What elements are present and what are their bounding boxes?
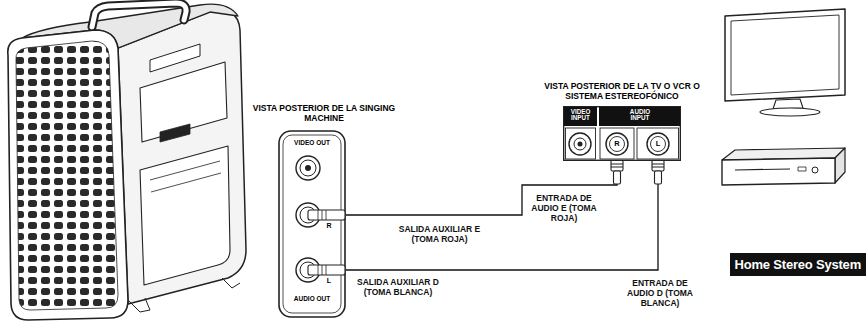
illustration-part xyxy=(611,160,623,171)
connector-label: ENTRADA DE AUDIO D (TOMA BLANCA) xyxy=(622,279,698,308)
illustration-part xyxy=(637,128,679,159)
connector-label: ENTRADA DE AUDIO E (TOMA ROJA) xyxy=(528,194,600,223)
channel-letter: R xyxy=(611,140,623,149)
illustration-part xyxy=(300,160,316,176)
channel-letter: L xyxy=(652,140,664,149)
connector-label: SALIDA AUXILIAR D (TOMA BLANCA) xyxy=(352,278,444,298)
illustration-part xyxy=(647,133,669,155)
singing-machine-drawing xyxy=(8,3,246,320)
illustration-part xyxy=(140,62,227,142)
illustration-part xyxy=(798,167,806,171)
illustration-part xyxy=(564,107,681,161)
illustration-part xyxy=(614,171,621,184)
dvd-player-drawing xyxy=(722,148,845,185)
jack-header: VIDEO INPUT xyxy=(564,109,597,123)
illustration-part xyxy=(651,137,666,152)
illustration-part xyxy=(150,161,221,192)
illustration-part xyxy=(160,124,190,142)
illustration-part xyxy=(150,44,200,72)
jack-panel: VISTA POSTERIOR DE LA TV O VCR O SISTEMA… xyxy=(563,106,681,161)
illustration-part xyxy=(574,138,586,150)
tv-drawing xyxy=(725,9,845,116)
illustration-part xyxy=(725,9,845,101)
illustration-part xyxy=(731,15,839,95)
illustration-part xyxy=(606,133,628,155)
illustration-part xyxy=(283,135,341,313)
illustration-part xyxy=(92,3,186,27)
illustration-part xyxy=(92,3,186,27)
illustration-part xyxy=(652,160,664,171)
illustration-part xyxy=(812,167,818,173)
jack-label: AUDIO OUT xyxy=(282,295,342,302)
red-plug xyxy=(611,160,623,184)
channel-letter: R xyxy=(322,222,336,230)
illustration-part xyxy=(611,164,623,167)
illustration-part xyxy=(600,128,634,159)
illustration-part xyxy=(722,158,835,185)
device-label: Home Stereo System xyxy=(735,256,861,273)
illustration-part xyxy=(308,210,345,220)
illustration-part xyxy=(564,107,597,126)
illustration-part xyxy=(760,108,820,116)
illustration-part xyxy=(296,156,320,180)
jack-panel: VISTA POSTERIOR DE LA SINGING MACHINEVID… xyxy=(278,130,346,318)
illustration-part xyxy=(735,169,790,170)
illustration-part xyxy=(118,10,246,304)
device-label-band: Home Stereo System xyxy=(730,253,866,276)
channel-letter: L xyxy=(322,277,336,285)
illustration-part xyxy=(652,164,664,167)
illustration-part xyxy=(835,148,845,183)
connector-label: SALIDA AUXILIAR E (TOMA ROJA) xyxy=(392,225,487,245)
illustration-part xyxy=(305,165,311,171)
audio-cable xyxy=(346,161,658,270)
illustration-part xyxy=(566,128,596,159)
jack-panel-outline xyxy=(278,130,346,318)
illustration-part xyxy=(318,210,326,220)
panel-heading: VISTA POSTERIOR DE LA TV O VCR O SISTEMA… xyxy=(541,82,703,102)
jack-label: VIDEO OUT xyxy=(282,139,342,146)
jack-header: AUDIO INPUT xyxy=(622,109,658,123)
illustration-part xyxy=(279,131,345,317)
illustration-part xyxy=(8,30,128,320)
illustration-part xyxy=(610,137,625,152)
panel-heading: VISTA POSTERIOR DE LA SINGING MACHINE xyxy=(252,104,396,124)
white-plug xyxy=(652,160,664,184)
illustration-part xyxy=(140,146,230,285)
illustration-part xyxy=(655,171,662,184)
illustration-part xyxy=(578,142,583,147)
illustration-part xyxy=(569,133,591,155)
illustration-part xyxy=(318,265,326,275)
illustration-part xyxy=(16,41,118,310)
illustration-part xyxy=(599,107,680,126)
illustration-part xyxy=(308,265,345,275)
illustration-part xyxy=(128,278,240,312)
